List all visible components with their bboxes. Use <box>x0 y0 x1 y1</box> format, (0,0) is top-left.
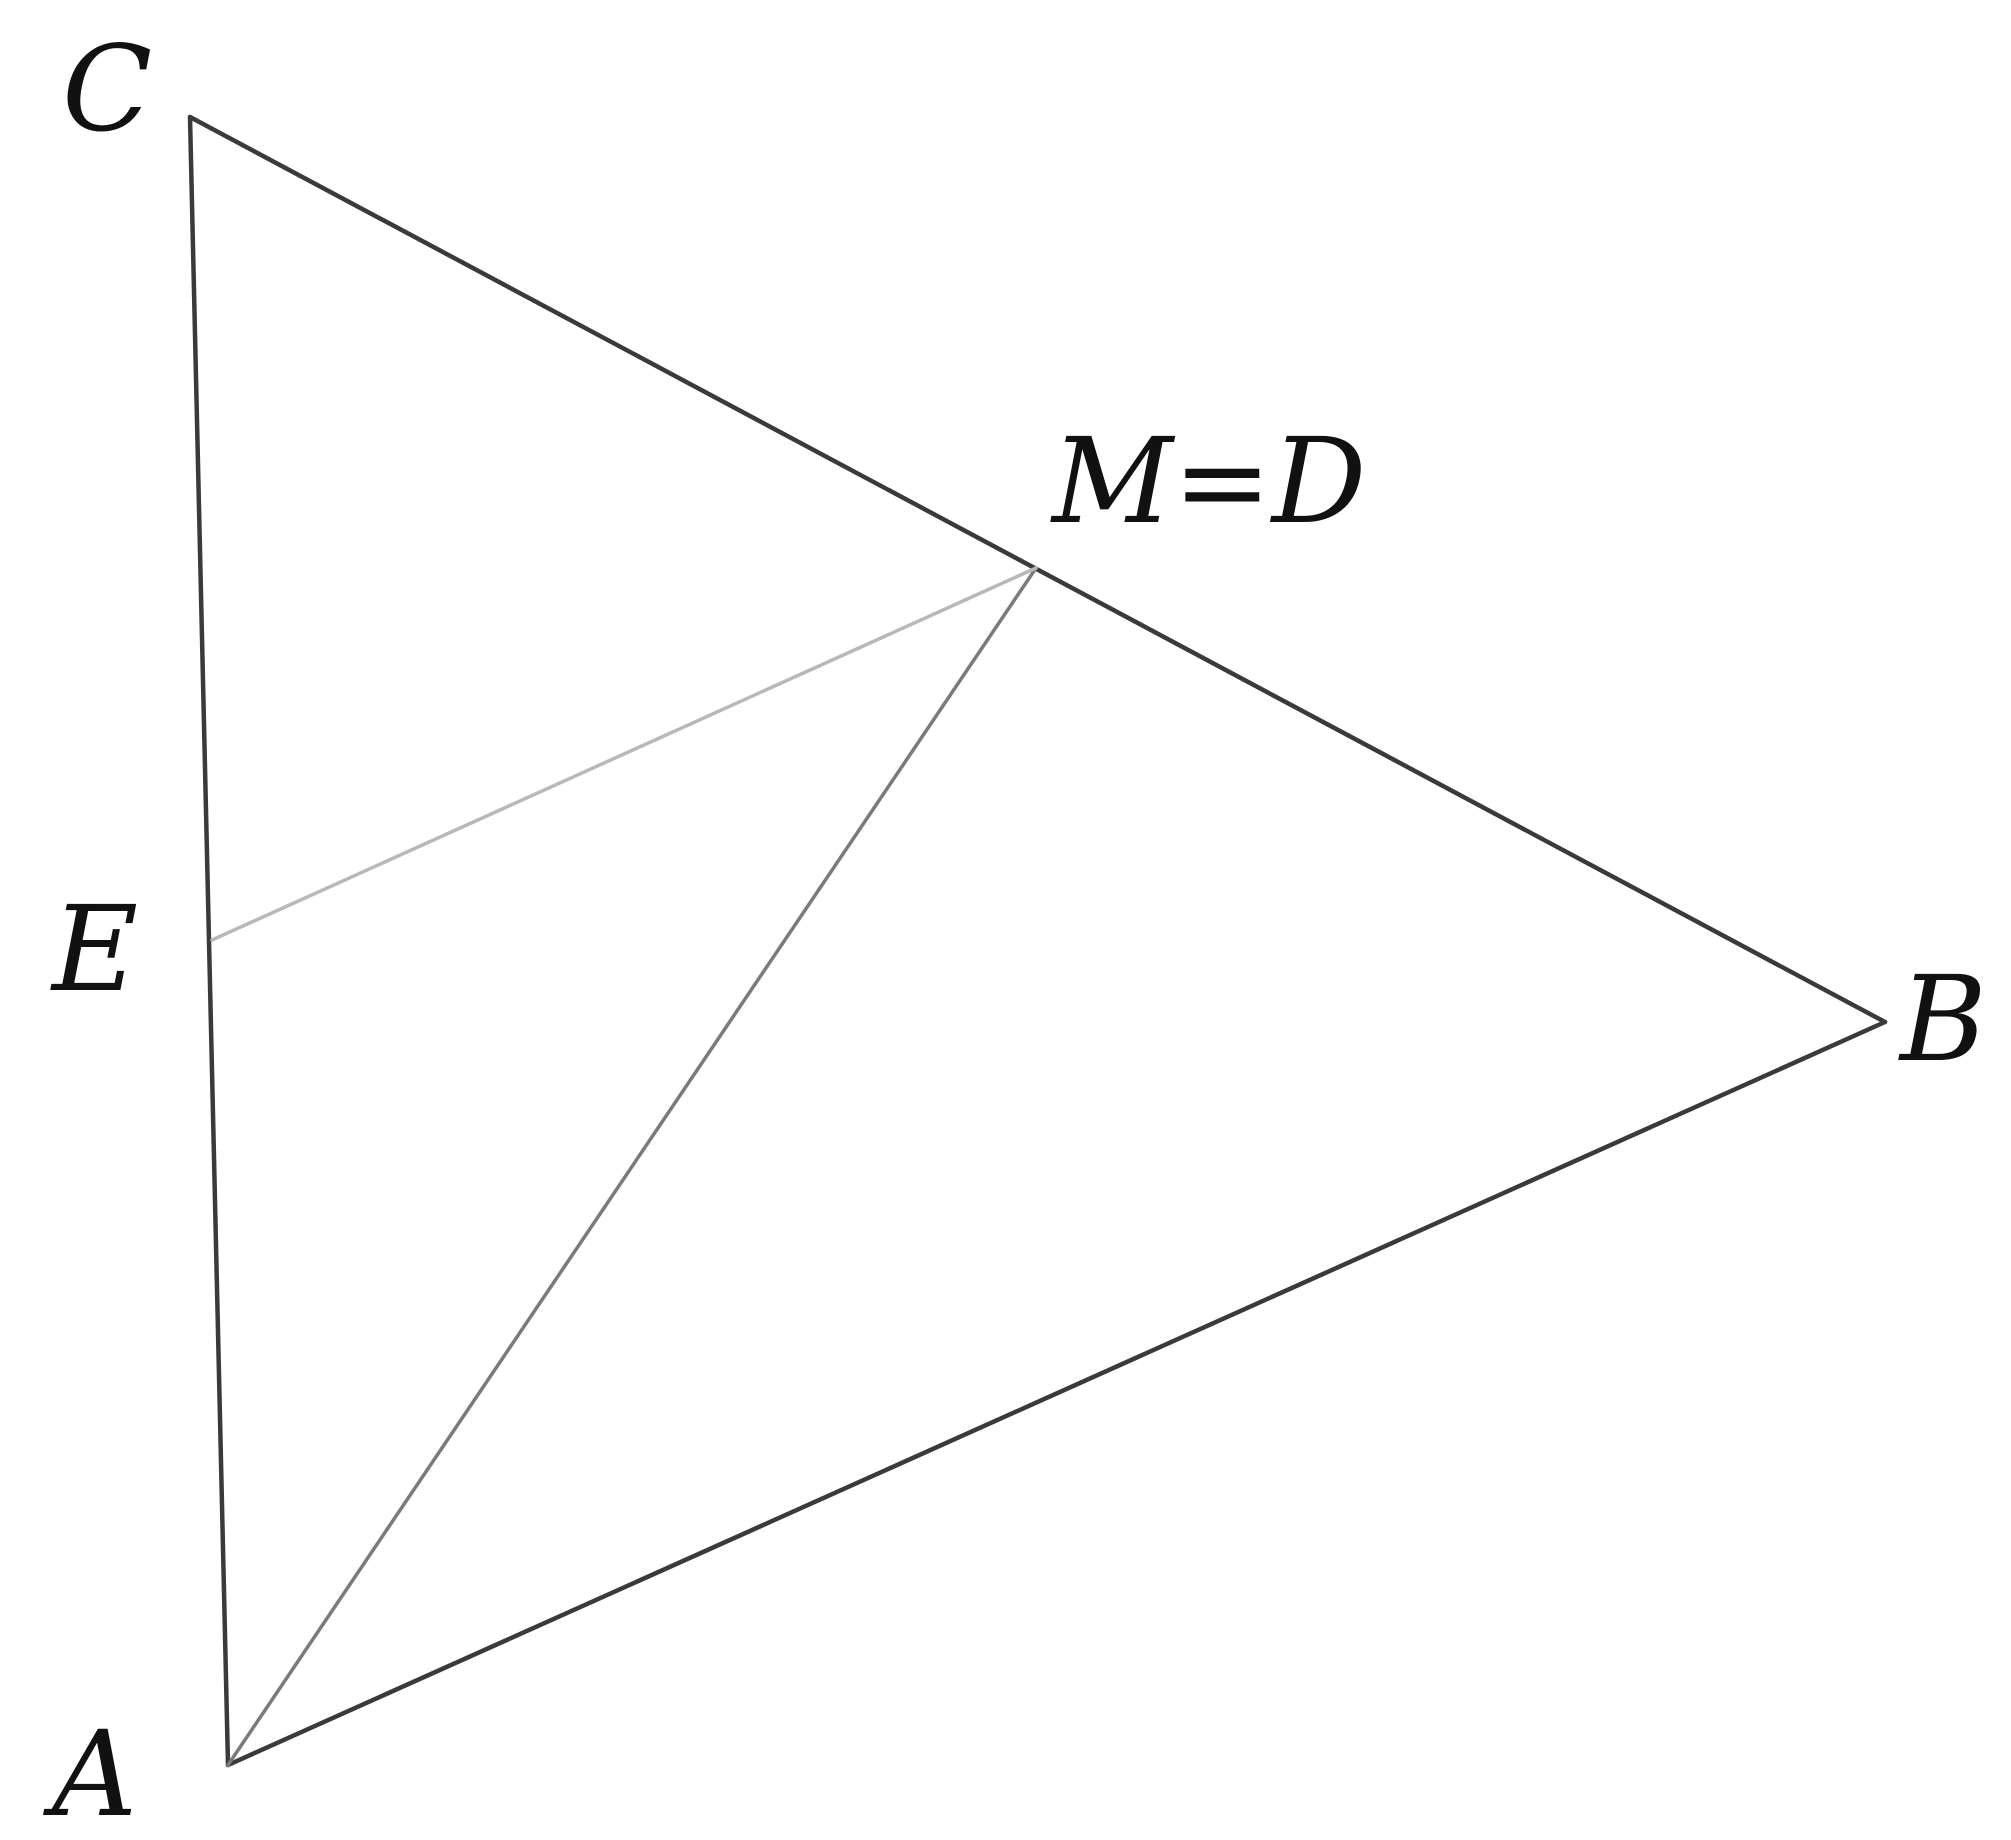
segment-CA <box>187 114 231 1768</box>
segment-AD <box>226 566 1038 1767</box>
label-vertex-C: C <box>62 20 152 158</box>
label-point-M-D: M=D <box>1050 412 1366 550</box>
label-vertex-B: B <box>1898 950 1987 1088</box>
label-point-E: E <box>50 880 138 1018</box>
segment-ED <box>210 566 1038 942</box>
label-vertex-A: A <box>43 1705 137 1840</box>
segment-CB <box>187 114 1888 1025</box>
segment-AB <box>225 1019 1888 1768</box>
